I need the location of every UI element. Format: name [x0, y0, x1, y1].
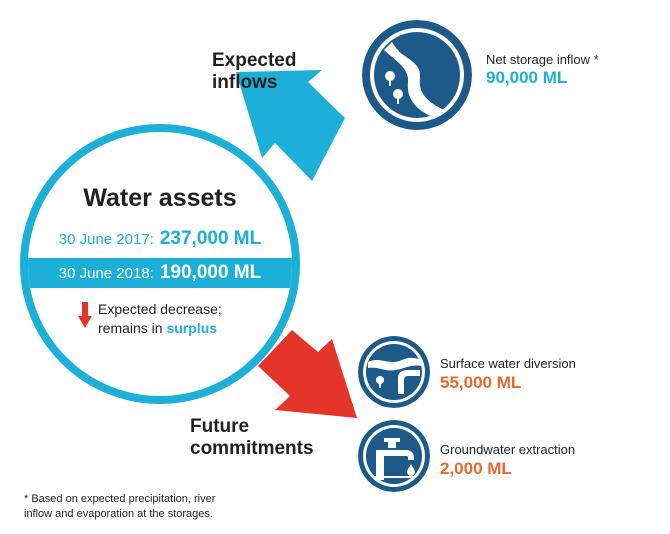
commitments-arrow-shape [258, 330, 357, 418]
assets-2018-value: 190,000 ML [159, 262, 262, 283]
assets-row-2017: 30 June 2017: 237,000 ML [28, 224, 292, 254]
expected-inflows-line2: inflows [212, 72, 278, 93]
decrease-line2: remains in surplus [98, 319, 288, 338]
pipe-diversion-icon [358, 336, 430, 408]
inflow-arrow [236, 70, 345, 181]
expected-inflows-heading: Expected inflows [212, 50, 296, 94]
groundwater-label: Groundwater extraction [440, 442, 576, 457]
decrease-line1: Expected decrease; [98, 301, 222, 317]
bore-tap-icon [358, 420, 430, 492]
surface-water-value: 55,000 ML [440, 373, 522, 392]
water-assets-title: Water assets [83, 184, 237, 212]
expected-inflows-line1: Expected [212, 50, 297, 71]
groundwater-value: 2,000 ML [440, 459, 512, 478]
net-storage-value: 90,000 ML [486, 68, 568, 87]
footnote-line1: * Based on expected precipitation, river [24, 493, 216, 505]
future-commitments-line1: Future [190, 416, 250, 437]
future-commitments-line2: commitments [190, 438, 314, 459]
decrease-note: Expected decrease; remains in surplus [98, 300, 288, 338]
surplus-highlight: surplus [166, 320, 218, 336]
assets-row-2018: 30 June 2018: 190,000 ML [28, 258, 292, 288]
assets-2017-value: 237,000 ML [159, 228, 262, 249]
surface-water-label: Surface water diversion [440, 356, 576, 371]
water-assets-circle: Water assets 30 June 2017: 237,000 ML 30 … [20, 124, 300, 404]
down-arrow-icon [78, 302, 92, 328]
assets-2017-label: 30 June 2017: [58, 231, 154, 248]
decrease-line2-prefix: remains in [98, 320, 167, 336]
footnote-line2: inflow and evaporation at the storages. [24, 508, 213, 520]
river-flow-icon [362, 20, 472, 130]
net-storage-label: Net storage inflow * [486, 52, 599, 67]
assets-2018-label: 30 June 2018: [58, 265, 154, 282]
future-commitments-heading: Future commitments [190, 416, 314, 460]
footnote: * Based on expected precipitation, river… [24, 492, 284, 522]
